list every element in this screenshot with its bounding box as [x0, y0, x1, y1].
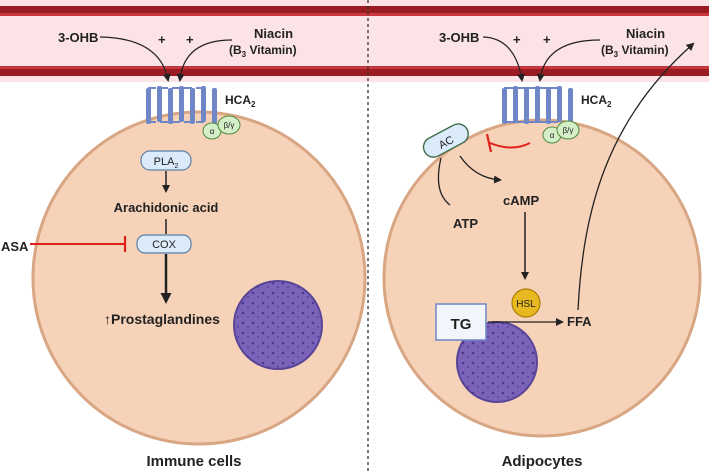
ac-enzyme [422, 123, 469, 158]
ligand-3ohb-label: 3-OHB [58, 30, 98, 45]
prostaglandines-label: ↑Prostaglandines [104, 311, 220, 327]
ligand-niacin-subtitle: (B3 Vitamin) [601, 43, 669, 59]
g-beta-gamma-label: β/γ [224, 121, 235, 130]
tg-box [435, 303, 487, 341]
ligand-niacin-subtitle: (B3 Vitamin) [229, 43, 297, 59]
ligand-niacin-label: Niacin [254, 26, 293, 41]
hca2-label: HCA2 [225, 93, 256, 109]
left-panel: 3-OHB Niacin (B3 Vitamin) + + HCA2 α β/γ [1, 26, 367, 470]
immune-cell-nucleus [233, 280, 323, 370]
plus-sign-2: + [543, 32, 551, 47]
adipocyte-nucleus [456, 321, 538, 403]
arachidonic-acid-label: Arachidonic acid [114, 200, 219, 215]
gi-inhibition-curve [489, 142, 531, 149]
arrow-3ohb-to-receptor [99, 36, 171, 82]
plus-sign-1: + [513, 32, 521, 47]
arrow-niacin-to-receptor [536, 39, 601, 82]
arrow-niacin-to-receptor [176, 39, 233, 82]
ligand-niacin-label: Niacin [626, 26, 665, 41]
gi-inhibition-bar [485, 133, 493, 153]
plus-sign-2: + [186, 32, 194, 47]
pla2-enzyme [140, 150, 192, 171]
asa-label: ASA [1, 239, 29, 254]
plus-sign-1: + [158, 32, 166, 47]
adipocytes-caption: Adipocytes [502, 453, 583, 470]
g-protein [542, 120, 580, 144]
g-alpha-label: α [550, 131, 555, 140]
ffa-label: FFA [567, 314, 592, 329]
hca2-receptor [146, 86, 217, 124]
arrow-ac-to-camp [459, 155, 502, 184]
adipocyte-cell [382, 118, 702, 438]
hca2-label: HCA2 [581, 93, 612, 109]
g-protein [202, 115, 241, 140]
cox-label: COX [152, 239, 177, 251]
camp-label: cAMP [503, 193, 539, 208]
ligand-3ohb-label: 3-OHB [439, 30, 479, 45]
hsl-enzyme [511, 288, 541, 318]
g-alpha-label: α [210, 127, 215, 136]
blood-vessel [0, 0, 709, 82]
right-panel: 3-OHB Niacin (B3 Vitamin) + + HCA2 α β/γ [382, 26, 702, 470]
hsl-label: HSL [516, 299, 536, 310]
hca2-receptor [502, 86, 573, 124]
cox-enzyme [136, 234, 192, 254]
g-beta-gamma-label: β/γ [563, 126, 574, 135]
atp-label: ATP [453, 216, 478, 231]
pla2-label: PLA2 [154, 156, 179, 170]
line-ac-to-atp [437, 157, 451, 206]
immune-cell [31, 110, 367, 446]
immune-cells-caption: Immune cells [146, 453, 241, 470]
arrow-3ohb-to-receptor [482, 36, 525, 82]
arrow-ffa-export [577, 42, 695, 311]
tg-label: TG [451, 316, 472, 333]
